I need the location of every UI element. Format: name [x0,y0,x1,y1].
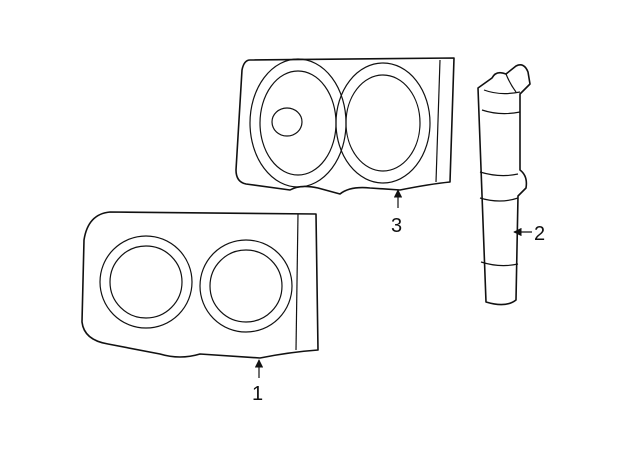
part-3-side-edge [435,59,441,183]
part-1-headlamp-housing [81,211,319,359]
callout-1-label: 1 [252,383,263,405]
part-3-headlamp-housing [235,57,455,195]
callout-3-label: 3 [391,215,402,237]
part-1-side-edge [295,213,299,351]
part-3-small-lens [271,107,303,137]
part-2-lower-band [479,197,519,202]
part-1-right-bezel-outer [199,239,293,333]
part-3-right-bezel-inner [345,74,421,172]
part-2-side-bracket [477,64,531,306]
part-3-right-bezel-outer [335,62,431,184]
part-1-left-bezel-outer [99,235,193,329]
part-2-outline [477,64,531,306]
part-2-upper-band [481,109,521,115]
part-2-bottom-band [480,261,519,267]
part-1-right-bezel-inner [209,249,283,323]
part-2-cap-line [505,73,517,93]
part-2-top-band [483,89,521,95]
part-1-left-bezel-inner [109,245,183,319]
callout-2-label: 2 [534,223,545,245]
part-2-mid-band [479,171,519,177]
